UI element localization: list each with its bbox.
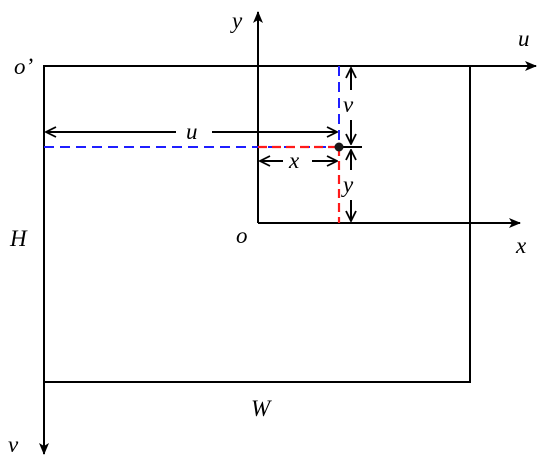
origin-camera-label: o	[236, 223, 248, 248]
x-axis-label: x	[515, 233, 527, 258]
u-axis-label: u	[518, 26, 530, 51]
image-point	[334, 142, 344, 152]
u-dimension-label: u	[186, 119, 198, 144]
x-dimension-label: x	[288, 148, 300, 173]
y-dimension-label: y	[341, 172, 354, 197]
width-label: W	[251, 396, 272, 421]
v-axis-label: v	[8, 432, 19, 457]
y-axis-label: y	[230, 8, 243, 33]
v-dimension-label: v	[343, 92, 354, 117]
height-label: H	[9, 226, 28, 251]
origin-image-label: o’	[14, 54, 33, 79]
